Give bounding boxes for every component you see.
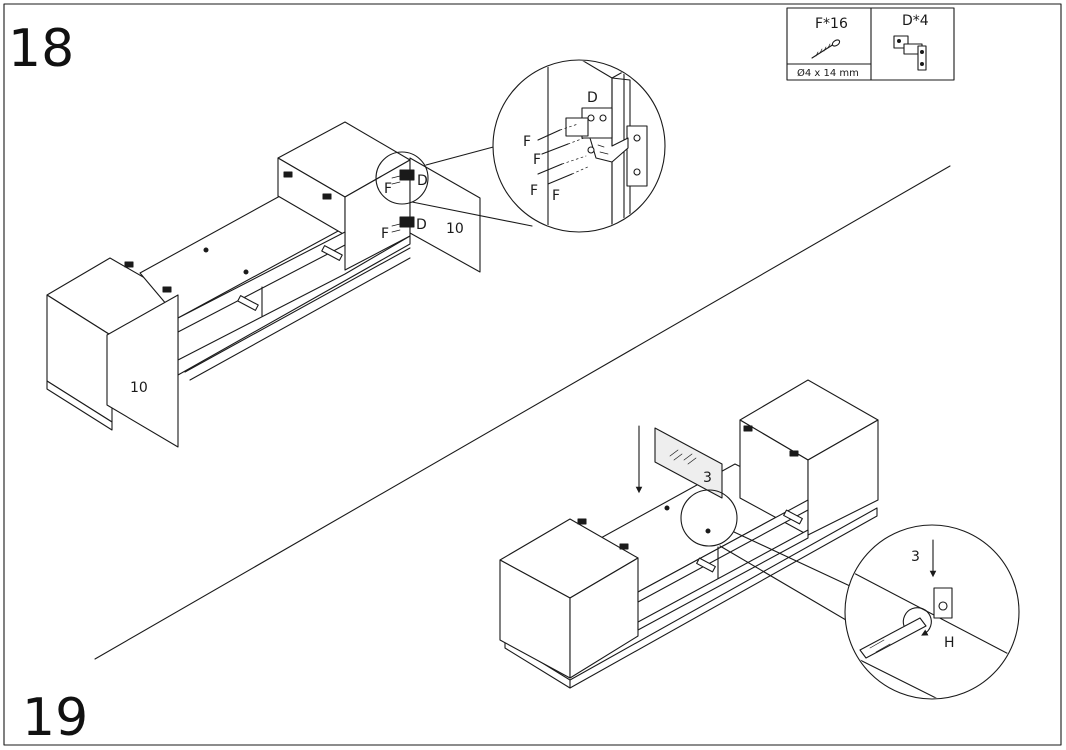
screw-size: Ø4 x 14 mm xyxy=(797,67,859,79)
detail-screw-label-4: F xyxy=(552,188,560,204)
screw-icon xyxy=(811,39,841,59)
step-number-18: 18 xyxy=(8,19,74,79)
hinge-lower xyxy=(391,216,415,233)
detail-screw-label-2: F xyxy=(533,152,541,168)
hinge-code: D*4 xyxy=(902,13,929,29)
step-number-19: 19 xyxy=(22,688,88,748)
hinge-label-lower: D xyxy=(416,217,427,233)
detail-hinge-label: D xyxy=(587,90,598,106)
page-border xyxy=(3,3,1062,746)
step-divider-line xyxy=(94,165,951,660)
detail-support-label: H xyxy=(944,635,955,651)
step18-hinge-detail: D F F F F xyxy=(492,59,666,233)
detail-glass-label: 3 xyxy=(911,549,920,565)
detail-screw-label-1: F xyxy=(523,134,531,150)
right-door-label: 10 xyxy=(446,221,464,237)
hinge-label-upper: D xyxy=(417,173,428,189)
detail-focus-ring xyxy=(375,151,429,205)
screw-label-lower: F xyxy=(381,226,389,242)
detail-screw-label-3: F xyxy=(530,183,538,199)
glass-shelf-label: 3 xyxy=(703,470,712,486)
detail-focus-ring-19 xyxy=(680,489,738,547)
glass-shelf xyxy=(654,427,723,499)
step18-cabinet: 10 10 D D F F xyxy=(46,121,533,448)
step19-cabinet: 3 xyxy=(499,379,881,689)
hinge-upper xyxy=(391,169,415,185)
hinge-icon xyxy=(893,35,927,71)
screw-code: F*16 xyxy=(815,16,848,32)
step19-support-detail: 3 H xyxy=(844,524,1020,700)
screw-label-upper: F xyxy=(384,181,392,197)
left-door-label: 10 xyxy=(130,380,148,396)
parts-box: F*16 Ø4 x 14 mm D*4 xyxy=(786,7,955,81)
